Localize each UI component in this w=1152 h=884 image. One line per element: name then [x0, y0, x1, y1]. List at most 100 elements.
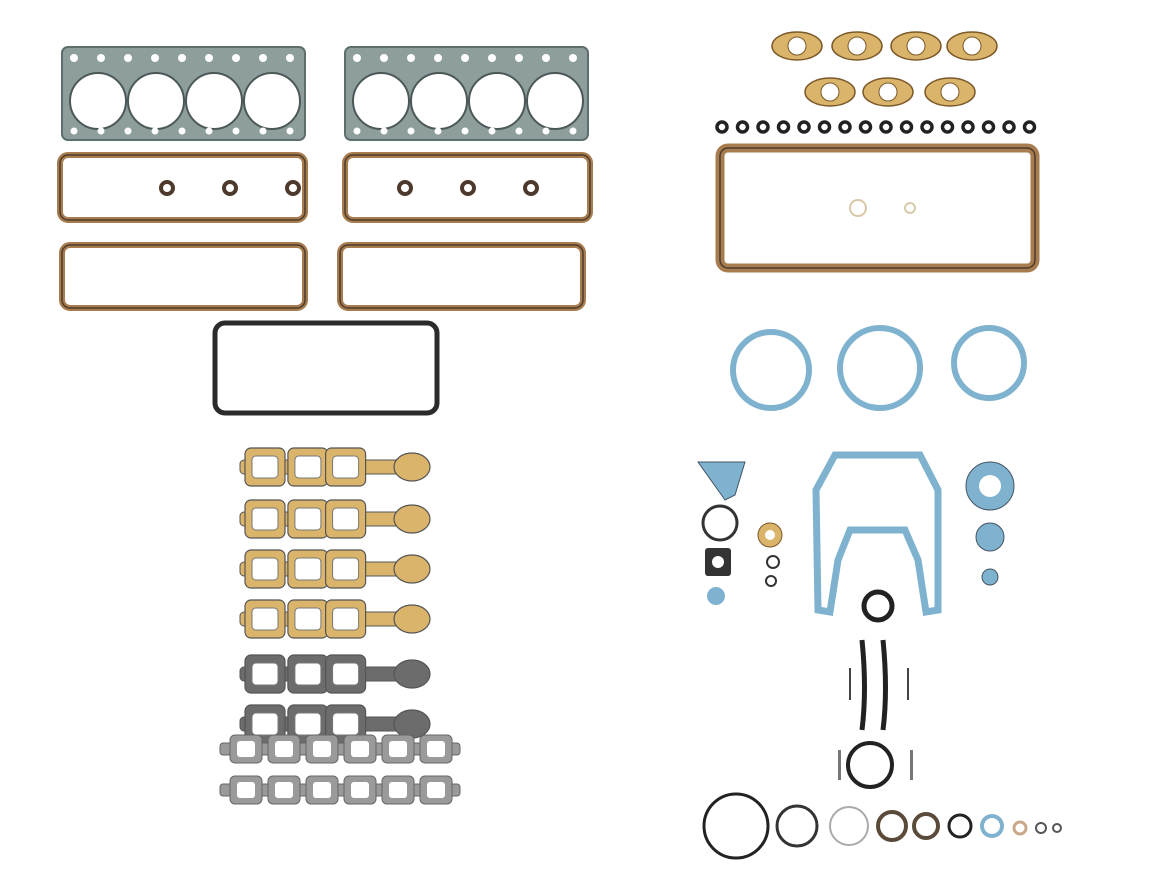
exhaust-opening — [427, 782, 445, 798]
small-blue-gasket — [981, 568, 999, 586]
water-hole — [151, 127, 159, 135]
grommet — [523, 180, 539, 196]
o-ring — [876, 810, 908, 842]
rear-main-seal — [861, 589, 895, 623]
valve-stem-seal — [1002, 120, 1016, 134]
grommet — [460, 180, 476, 196]
outlet-hole — [962, 36, 982, 56]
o-ring — [912, 812, 940, 840]
water-hole — [407, 127, 415, 135]
o-ring — [1012, 820, 1028, 836]
grommet — [285, 180, 301, 196]
cylinder-bore — [468, 72, 526, 130]
water-hole — [286, 127, 294, 135]
fuel-gasket — [975, 522, 1005, 552]
valve-stem-seal — [879, 120, 893, 134]
oil-pan-seal-rubber — [212, 320, 440, 416]
manifold-gasket-graphite-opening — [332, 662, 360, 686]
water-hole — [259, 127, 267, 135]
o-ring — [1052, 823, 1062, 833]
intake-gasket-flange — [393, 554, 431, 584]
valve-cover-gasket-edge — [344, 154, 591, 221]
valve-cover-gasket — [342, 152, 593, 223]
intake-gasket-opening — [251, 507, 279, 531]
water-hole — [407, 54, 415, 62]
small-washer — [849, 199, 867, 217]
distributor-hole — [979, 475, 1001, 497]
valve-stem-seal — [715, 120, 729, 134]
split-seal — [846, 741, 894, 789]
oil-pan-gasket-edge — [719, 147, 1036, 269]
side-cover-gasket — [59, 242, 308, 311]
grommet — [159, 180, 175, 196]
water-hole — [515, 54, 523, 62]
valve-stem-seal — [981, 120, 996, 134]
cylinder-bore — [243, 72, 301, 130]
water-hole — [178, 127, 186, 135]
intake-gasket-opening — [294, 507, 322, 531]
manifold-gasket-graphite-opening — [294, 712, 322, 736]
valve-stem-seal — [920, 120, 934, 134]
side-cover-gasket-edge — [339, 244, 584, 309]
water-hole — [461, 127, 469, 135]
cylinder-bore — [526, 72, 584, 130]
valve-cover-gasket-edge — [59, 154, 306, 221]
water-hole — [70, 54, 78, 62]
small-washer — [904, 202, 916, 214]
grommet — [397, 180, 413, 196]
exhaust-opening — [313, 782, 331, 798]
exhaust-opening — [389, 782, 407, 798]
small-o-ring — [766, 555, 780, 569]
water-hole — [434, 127, 442, 135]
water-hole — [124, 127, 132, 135]
intake-gasket-opening — [251, 455, 279, 479]
water-hole — [569, 54, 577, 62]
manifold-gasket-graphite-flange — [393, 659, 431, 689]
manifold-gasket-graphite-opening — [251, 662, 279, 686]
small-o-ring — [765, 575, 777, 587]
o-ring — [702, 792, 770, 860]
intake-gasket-flange — [393, 452, 431, 482]
water-hole — [259, 54, 267, 62]
water-hole — [232, 54, 240, 62]
intake-gasket-opening — [251, 607, 279, 631]
intake-gasket-flange — [393, 604, 431, 634]
valve-stem-seal — [756, 120, 770, 134]
manifold-gasket-graphite-opening — [251, 712, 279, 736]
valve-stem-seal — [735, 120, 750, 134]
seal-strip — [910, 750, 913, 780]
water-hole — [515, 127, 523, 135]
water-hole — [569, 127, 577, 135]
small-gold-hole — [765, 530, 775, 540]
water-hole — [97, 54, 105, 62]
intake-gasket-opening — [294, 557, 322, 581]
outlet-hole — [878, 82, 898, 102]
grommet — [222, 180, 238, 196]
o-ring — [1035, 822, 1047, 834]
side-cover-gasket-edge — [61, 244, 306, 309]
water-hole — [286, 54, 294, 62]
water-hole — [70, 127, 78, 135]
water-hole — [380, 127, 388, 135]
intake-gasket-opening — [294, 455, 322, 479]
bellhousing-gasket — [837, 325, 923, 411]
rope-seal — [859, 639, 867, 731]
bellhousing-gasket — [730, 329, 812, 411]
valve-stem-seal — [776, 120, 791, 134]
cylinder-bore — [127, 72, 185, 130]
valve-stem-seal — [817, 120, 832, 134]
cylinder-bore — [352, 72, 410, 130]
intake-gasket-opening — [332, 607, 360, 631]
intake-gasket-flange — [393, 504, 431, 534]
water-hole — [353, 54, 361, 62]
o-ring — [775, 804, 819, 848]
exhaust-opening — [351, 741, 369, 757]
water-hole — [232, 127, 240, 135]
small-blue-gasket — [707, 587, 725, 605]
manifold-gasket-graphite-opening — [294, 662, 322, 686]
water-hole — [542, 127, 550, 135]
exhaust-opening — [237, 741, 255, 757]
thermostat-gasket — [701, 504, 739, 542]
